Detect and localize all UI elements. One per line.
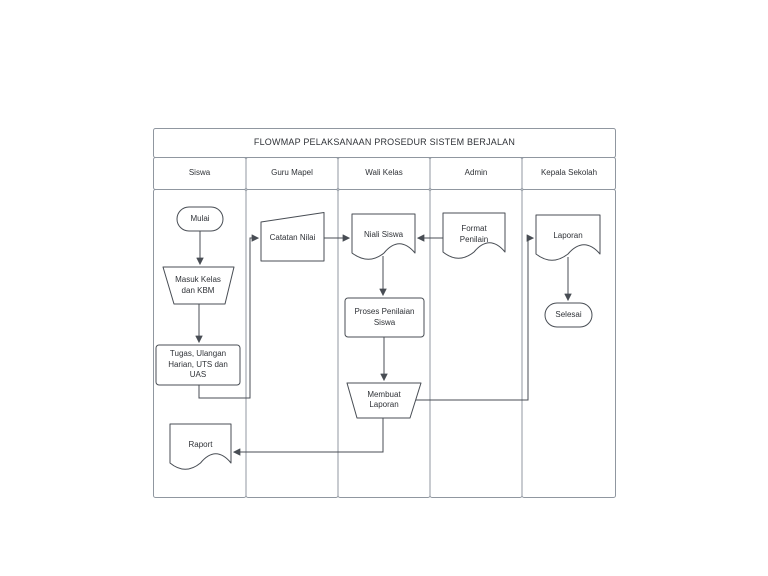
format-penilain-document-shape (442, 212, 506, 259)
masuk-kelas-manual-operation-shape (162, 266, 235, 305)
nodes (155, 206, 601, 470)
laporan-document-shape (535, 214, 601, 261)
edge-membuat-laporan-to-laporan (415, 234, 535, 401)
lane-header-admin: Admin (464, 168, 488, 178)
node-label-format-penilain: Format Penilain (459, 224, 489, 244)
catatan-nilai-manual-input-shape (260, 212, 325, 262)
node-label-proses-penilaian: Proses Penilaian Siswa (354, 307, 415, 327)
node-label-mulai: Mulai (190, 213, 210, 223)
node-label-catatan-nilai: Catatan Nilai (269, 233, 316, 243)
tugas-process-shape (155, 344, 241, 386)
node-label-masuk-kelas: Masuk Kelas dan KBM (175, 275, 221, 295)
selesai-terminator-shape (544, 302, 593, 328)
node-label-tugas: Tugas, Ulangan Harian, UTS dan UAS (168, 349, 228, 380)
node-label-niali-siswa: Niali Siswa (363, 229, 404, 239)
membuat-laporan-manual-operation-shape (346, 382, 422, 419)
swimlane-table (153, 128, 616, 498)
niali-siswa-document-shape (351, 213, 416, 260)
lane-header-siswa: Siswa (188, 168, 211, 178)
lane-header-wali-kelas: Wali Kelas (365, 168, 403, 178)
mulai-terminator-shape (176, 206, 224, 232)
node-label-laporan: Laporan (553, 230, 583, 240)
lane-header-kepala-sekolah: Kepala Sekolah (540, 168, 598, 178)
lane-body-kepala-sekolah (521, 189, 616, 498)
diagram-title: FLOWMAP PELAKSANAAN PROSEDUR SISTEM BERJ… (253, 136, 516, 147)
edge-tugas-to-catatan-nilai (198, 234, 260, 399)
edges (195, 231, 572, 456)
node-label-raport: Raport (188, 439, 213, 449)
node-label-selesai: Selesai (555, 309, 582, 319)
node-label-membuat-laporan: Membuat Laporan (367, 389, 401, 409)
raport-document-shape (169, 423, 232, 470)
lane-header-guru-mapel: Guru Mapel (271, 168, 313, 178)
proses-penilaian-process-shape (344, 297, 425, 338)
edge-membuat-laporan-to-raport (232, 418, 384, 456)
